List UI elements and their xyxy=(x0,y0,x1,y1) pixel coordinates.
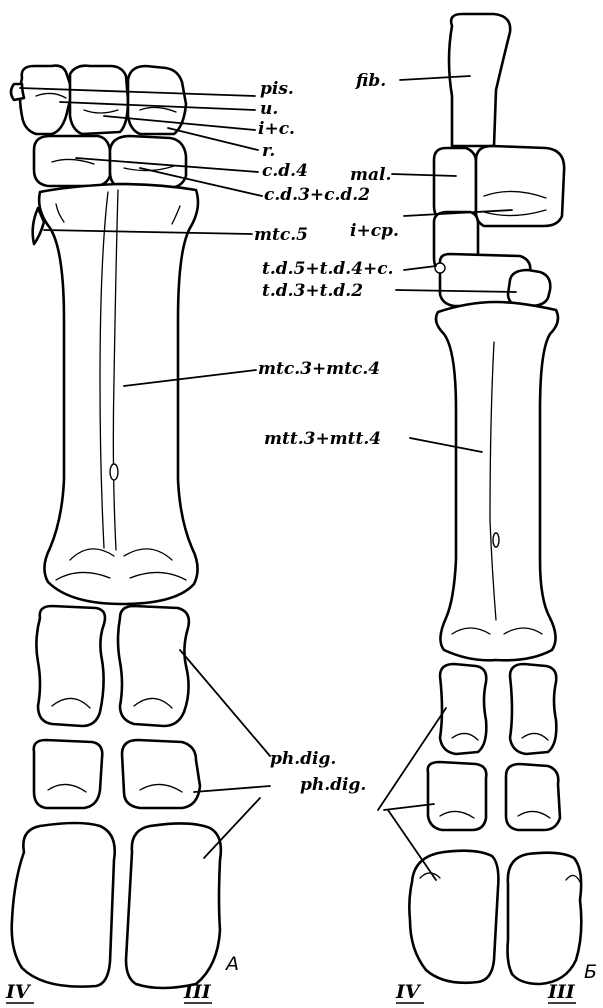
fibula-bone xyxy=(449,14,510,146)
label-phdig-b: ph.dig. xyxy=(300,775,366,795)
label-mtc5: mtc.5 xyxy=(254,225,308,245)
plate-letter-a: A xyxy=(224,953,239,975)
label-cd32: c.d.3+c.d.2 xyxy=(264,185,370,205)
digit-iv-b: IV xyxy=(395,981,422,1003)
panel-b-hindlimb xyxy=(409,14,581,984)
label-pis: pis. xyxy=(260,79,294,99)
hoof-phalanges-a xyxy=(12,823,221,988)
cannon-bone-mtt3-mtt4 xyxy=(436,302,558,660)
label-cd4: c.d.4 xyxy=(262,161,308,181)
tarsal-block xyxy=(434,146,564,306)
distal-carpal-row xyxy=(34,136,186,188)
phalanges-row-1-a xyxy=(36,606,188,726)
label-mal: mal. xyxy=(350,165,391,185)
phalanges-row-1-b xyxy=(440,664,556,754)
label-ic: i+c. xyxy=(258,119,295,139)
label-fib: fib. xyxy=(355,71,386,91)
label-u: u. xyxy=(260,99,278,119)
plate-letter-b: Б xyxy=(584,961,597,983)
hoof-phalanges-b xyxy=(409,851,581,984)
panel-a-forelimb xyxy=(11,66,221,988)
digit-iii-b: III xyxy=(547,981,576,1003)
label-mtc34: mtc.3+mtc.4 xyxy=(258,359,380,379)
digit-iii-a: III xyxy=(183,981,212,1003)
label-r: r. xyxy=(262,141,275,161)
digit-iv-a: IV xyxy=(5,981,32,1003)
phalanges-row-2-a xyxy=(34,740,200,808)
phalanges-row-2-b xyxy=(428,762,560,830)
label-td32: t.d.3+t.d.2 xyxy=(262,281,363,301)
label-td54c: t.d.5+t.d.4+c. xyxy=(262,259,394,279)
label-icp: i+cp. xyxy=(350,221,399,241)
cannon-bone-mtc3-mtc4 xyxy=(39,184,198,604)
label-mtt34: mtt.3+mtt.4 xyxy=(264,429,381,449)
label-phdig-a: ph.dig. xyxy=(270,749,336,769)
proximal-carpal-row xyxy=(11,66,186,134)
